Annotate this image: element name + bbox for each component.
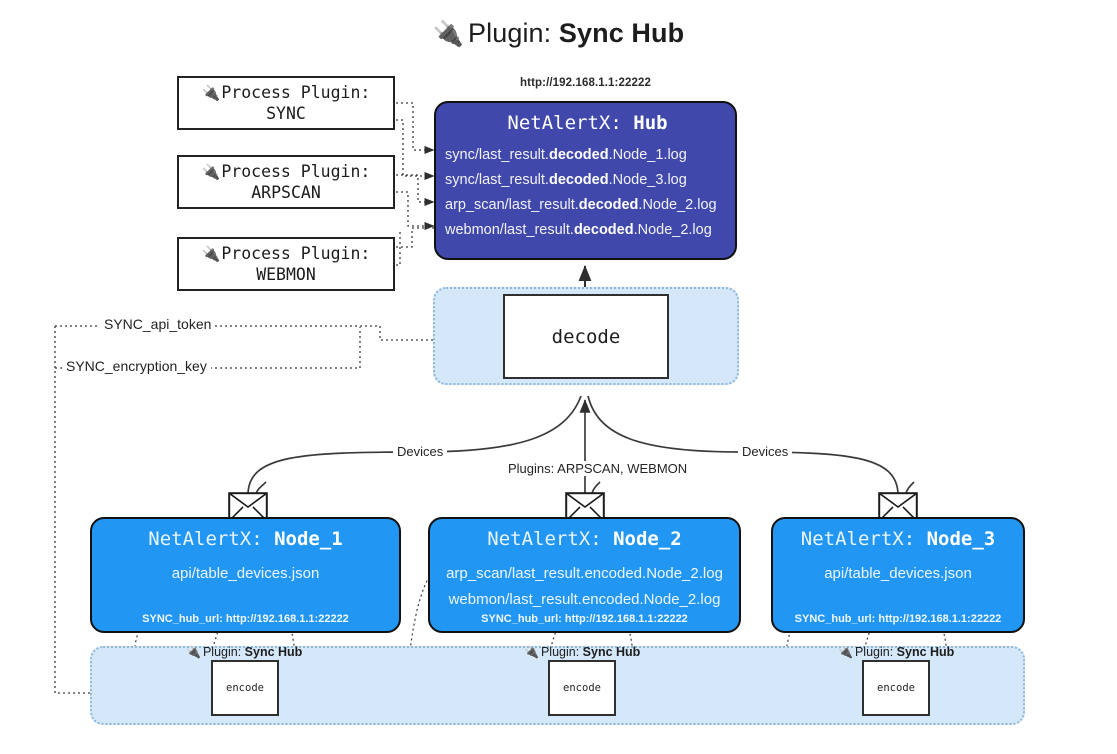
hub-title: NetAlertX: Hub: [507, 112, 668, 134]
node-2-lines: arp_scan/last_result.encoded.Node_2.log …: [430, 561, 739, 613]
encode-box-3[interactable]: encode: [862, 660, 930, 716]
node-3[interactable]: NetAlertX: Node_3 api/table_devices.json…: [771, 517, 1025, 633]
edge-sync-to-hub-2: [396, 119, 435, 181]
edge-webmon-to-hub: [396, 227, 434, 248]
node-1[interactable]: NetAlertX: Node_1 api/table_devices.json…: [90, 517, 401, 633]
process-plugin-webmon-line1: 🔌Process Plugin:: [201, 243, 371, 263]
node-3-title: NetAlertX: Node_3: [800, 528, 996, 550]
encoder-2-plugin-tag: 🔌Plugin: Sync Hub: [524, 645, 641, 659]
hub-log-line: webmon/last_result.decoded.Node_2.log: [445, 222, 712, 238]
plug-icon: 🔌: [201, 163, 221, 181]
process-plugin-arpscan-name: ARPSCAN: [251, 183, 321, 203]
process-plugin-sync-line1: 🔌Process Plugin:: [201, 82, 371, 102]
sync-api-token-label: SYNC_api_token: [100, 316, 216, 332]
edge-api-token-route: [54, 326, 121, 698]
encoder-1-plugin-tag: 🔌Plugin: Sync Hub: [186, 645, 303, 659]
hub-node[interactable]: NetAlertX: Hub sync/last_result.decoded.…: [434, 101, 737, 260]
edge-webmon-to-hub-2: [396, 230, 401, 266]
hub-log-line: sync/last_result.decoded.Node_1.log: [445, 147, 687, 163]
edge-arpscan-to-hub: [396, 174, 435, 207]
page-title-prefix: Plugin:: [468, 18, 559, 48]
process-plugin-sync-name: SYNC: [266, 104, 306, 124]
plug-icon: 🔌: [432, 20, 465, 48]
node-2-hub-url: SYNC_hub_url: http://192.168.1.1:22222: [481, 613, 688, 625]
process-plugin-arpscan-line1: 🔌Process Plugin:: [201, 161, 371, 181]
node-3-line: api/table_devices.json: [824, 565, 972, 582]
node-1-lines: api/table_devices.json: [92, 561, 399, 587]
process-plugin-webmon-name: WEBMON: [256, 265, 316, 285]
plug-icon: 🔌: [186, 645, 201, 659]
edge-sync-to-hub-1: [396, 102, 435, 155]
encode-box-1[interactable]: encode: [211, 660, 279, 716]
plug-icon: 🔌: [524, 645, 539, 659]
plug-icon: 🔌: [201, 84, 221, 102]
edge-label-devices-left: Devices: [393, 444, 448, 459]
process-plugin-webmon[interactable]: 🔌Process Plugin: WEBMON: [177, 237, 395, 291]
encode-box-2[interactable]: encode: [548, 660, 616, 716]
node-1-hub-url: SYNC_hub_url: http://192.168.1.1:22222: [142, 613, 349, 625]
node-2-title: NetAlertX: Node_2: [487, 528, 682, 550]
node-1-line: api/table_devices.json: [171, 565, 320, 582]
hub-log-list: sync/last_result.decoded.Node_1.log sync…: [436, 143, 739, 243]
hub-log-line: sync/last_result.decoded.Node_3.log: [445, 172, 687, 188]
process-plugin-sync[interactable]: 🔌Process Plugin: SYNC: [177, 76, 395, 130]
decode-box[interactable]: decode: [503, 294, 669, 379]
page-title: 🔌Plugin: Sync Hub: [0, 18, 1117, 49]
edge-label-devices-right: Devices: [738, 444, 793, 459]
edge-arpscan-to-hub-2: [396, 191, 435, 231]
encoder-3-plugin-tag: 🔌Plugin: Sync Hub: [838, 645, 955, 659]
edge-label-plugins-center: Plugins: ARPSCAN, WEBMON: [504, 461, 692, 476]
node-2-line: webmon/last_result.encoded.Node_2.log: [448, 591, 721, 608]
process-plugin-arpscan[interactable]: 🔌Process Plugin: ARPSCAN: [177, 155, 395, 209]
node-2[interactable]: NetAlertX: Node_2 arp_scan/last_result.e…: [428, 517, 741, 633]
hub-url-label: http://192.168.1.1:22222: [520, 77, 651, 89]
node-1-title: NetAlertX: Node_1: [148, 528, 343, 550]
hub-log-line: arp_scan/last_result.decoded.Node_2.log: [445, 197, 717, 213]
node-3-hub-url: SYNC_hub_url: http://192.168.1.1:22222: [794, 613, 1002, 625]
node-3-lines: api/table_devices.json: [773, 561, 1023, 587]
plug-icon: 🔌: [201, 245, 221, 263]
node-2-line: arp_scan/last_result.encoded.Node_2.log: [446, 565, 723, 582]
page-title-name: Sync Hub: [558, 18, 685, 48]
sync-encryption-key-label: SYNC_encryption_key: [62, 358, 211, 374]
plug-icon: 🔌: [838, 645, 853, 659]
